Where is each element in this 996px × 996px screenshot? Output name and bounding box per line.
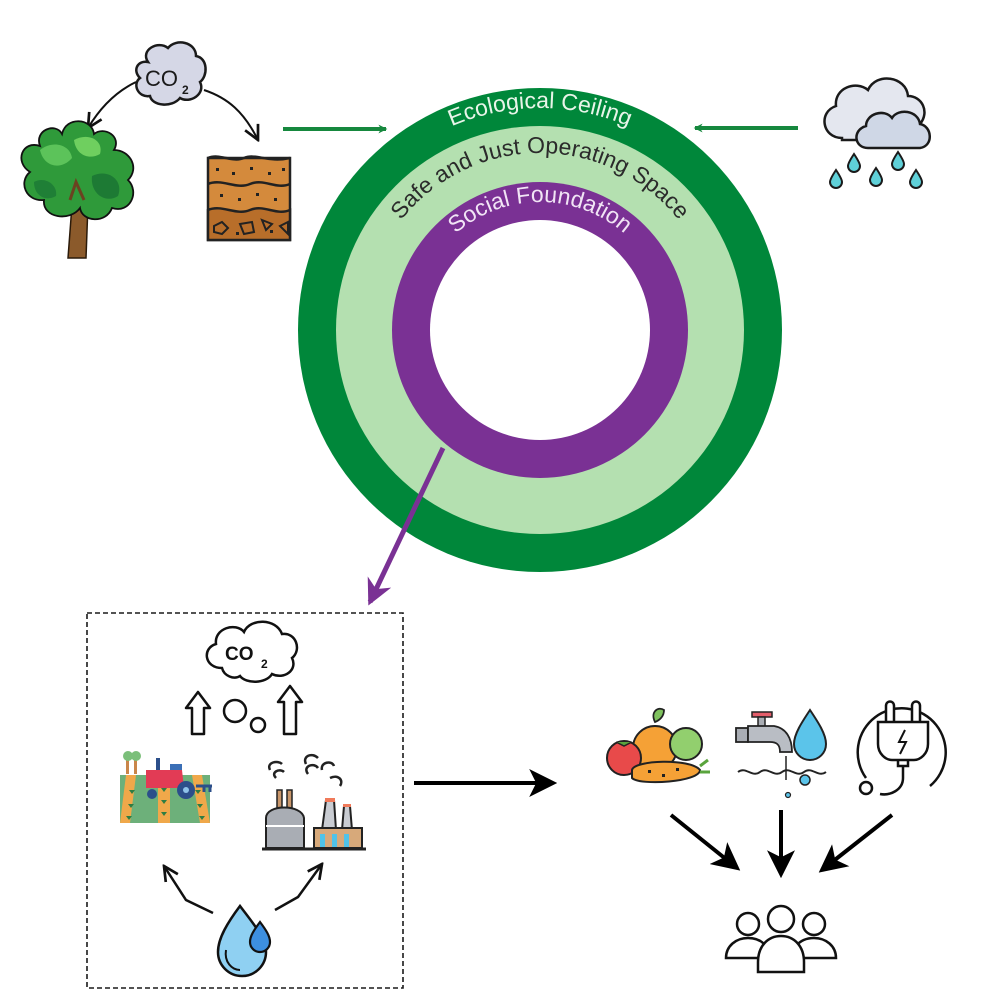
food-to-people-arrow (669, 813, 741, 871)
social-foundation-to-pressures-arrow (367, 446, 446, 606)
agriculture-tractor-icon (120, 751, 212, 823)
soil-layers-icon (206, 155, 292, 242)
co2-to-soil-arrow (203, 89, 258, 140)
co2-emission-subscript: 2 (261, 657, 268, 671)
water-drop-icon (216, 903, 272, 978)
food-vegetables-icon (606, 707, 710, 784)
bubble-large (222, 698, 248, 724)
bubble-small (249, 716, 267, 734)
people-group-icon (724, 904, 838, 974)
up-arrow-left-icon (184, 690, 212, 736)
co2-to-tree-arrow (88, 81, 137, 128)
carbon-sequestration-group: CO 2 (20, 41, 292, 259)
co2-emission-text: CO (225, 644, 254, 665)
industry-factory-icon (262, 753, 366, 851)
co2-text: CO (145, 66, 178, 91)
water-to-industry-arrow (274, 864, 322, 912)
doughnut: Ecological Ceiling Safe and Just Operati… (298, 87, 782, 572)
water-tap-icon (735, 708, 828, 799)
tree-icon (20, 120, 135, 259)
up-arrow-right-icon (276, 684, 304, 736)
co2-subscript: 2 (182, 83, 189, 97)
dashed-border (86, 612, 404, 989)
co2-cloud-icon: CO 2 (135, 41, 207, 106)
co2-emission-icon: CO 2 (184, 620, 304, 736)
doughnut-hole (430, 220, 650, 440)
pressures-box: CO 2 (86, 612, 404, 989)
social-needs-group (606, 700, 947, 974)
water-to-agriculture-arrow (164, 866, 214, 915)
electricity-plug-icon (856, 700, 947, 796)
energy-to-people-arrow (818, 813, 894, 873)
rain-cloud-icon (823, 77, 931, 189)
